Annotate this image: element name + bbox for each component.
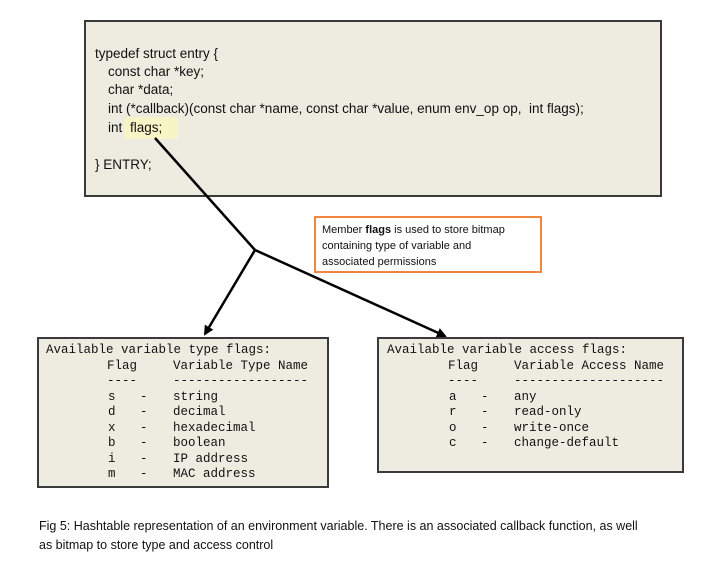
- access-flag-letter: a: [449, 390, 457, 404]
- type-flags-header-flag: Flag: [107, 359, 138, 373]
- access-flags-box: [377, 337, 684, 473]
- callout-line-2: containing type of variable and: [322, 240, 472, 252]
- type-flag-name: IP address: [173, 452, 249, 466]
- access-flag-dash: -: [481, 390, 489, 404]
- flags-member-highlight: [124, 117, 178, 139]
- type-flags-title: Available variable type flags:: [46, 343, 272, 357]
- type-flag-letter: d: [108, 405, 116, 419]
- access-flag-dash: -: [481, 436, 489, 450]
- type-flag-letter: m: [108, 467, 116, 481]
- callout-bold-flags: flags: [365, 224, 392, 236]
- type-flag-dash: -: [140, 390, 148, 404]
- connector-from-flags: [154, 137, 256, 251]
- figure-caption: Fig 5: Hashtable representation of an en…: [39, 517, 719, 555]
- access-flags-header-flag: Flag: [448, 359, 479, 373]
- struct-line-data: char *data;: [108, 82, 174, 97]
- type-flag-name: hexadecimal: [173, 421, 256, 435]
- type-flag-dash: -: [140, 452, 148, 466]
- type-flag-name: boolean: [173, 436, 226, 450]
- struct-line-int: int: [108, 120, 123, 135]
- struct-line-close: } ENTRY;: [95, 157, 152, 172]
- arrow-to-type-flags: [203, 249, 257, 336]
- type-flag-name: decimal: [173, 405, 226, 419]
- access-flags-title: Available variable access flags:: [387, 343, 628, 357]
- type-flag-letter: x: [108, 421, 116, 435]
- type-flag-letter: s: [108, 390, 116, 404]
- access-flags-header-name: Variable Access Name: [514, 359, 665, 373]
- access-flags-separator-flag: ----: [448, 374, 479, 388]
- type-flag-dash: -: [140, 421, 148, 435]
- caption-line-1: Fig 5: Hashtable representation of an en…: [39, 519, 638, 533]
- type-flags-box: [37, 337, 329, 488]
- type-flags-header-name: Variable Type Name: [173, 359, 309, 373]
- type-flags-separator-flag: ----: [107, 374, 138, 388]
- struct-line-callback: int (*callback)(const char *name, const …: [108, 101, 584, 116]
- access-flag-name: write-once: [514, 421, 590, 435]
- access-flag-letter: c: [449, 436, 457, 450]
- type-flag-name: string: [173, 390, 219, 404]
- access-flag-name: read-only: [514, 405, 582, 419]
- struct-line-key: const char *key;: [108, 64, 205, 79]
- access-flag-letter: o: [449, 421, 457, 435]
- caption-line-2: as bitmap to store type and access contr…: [39, 538, 274, 552]
- access-flag-dash: -: [481, 421, 489, 435]
- type-flag-name: MAC address: [173, 467, 256, 481]
- access-flags-separator-name: --------------------: [514, 374, 665, 388]
- type-flag-letter: i: [108, 452, 116, 466]
- arrow-to-access-flags: [254, 248, 447, 338]
- type-flag-dash: -: [140, 405, 148, 419]
- access-flag-name: change-default: [514, 436, 620, 450]
- access-flag-letter: r: [449, 405, 457, 419]
- type-flag-letter: b: [108, 436, 116, 450]
- access-flag-name: any: [514, 390, 537, 404]
- type-flag-dash: -: [140, 467, 148, 481]
- type-flag-dash: -: [140, 436, 148, 450]
- struct-line-flags: flags;: [130, 120, 163, 135]
- type-flags-separator-name: ------------------: [173, 374, 309, 388]
- access-flag-dash: -: [481, 405, 489, 419]
- callout-line-1: Member flags is used to store bitmap: [322, 224, 505, 236]
- callout-line-3: associated permissions: [322, 256, 437, 268]
- struct-line-typedef: typedef struct entry {: [95, 46, 219, 61]
- flags-callout: Member flags is used to store bitmap con…: [314, 216, 542, 273]
